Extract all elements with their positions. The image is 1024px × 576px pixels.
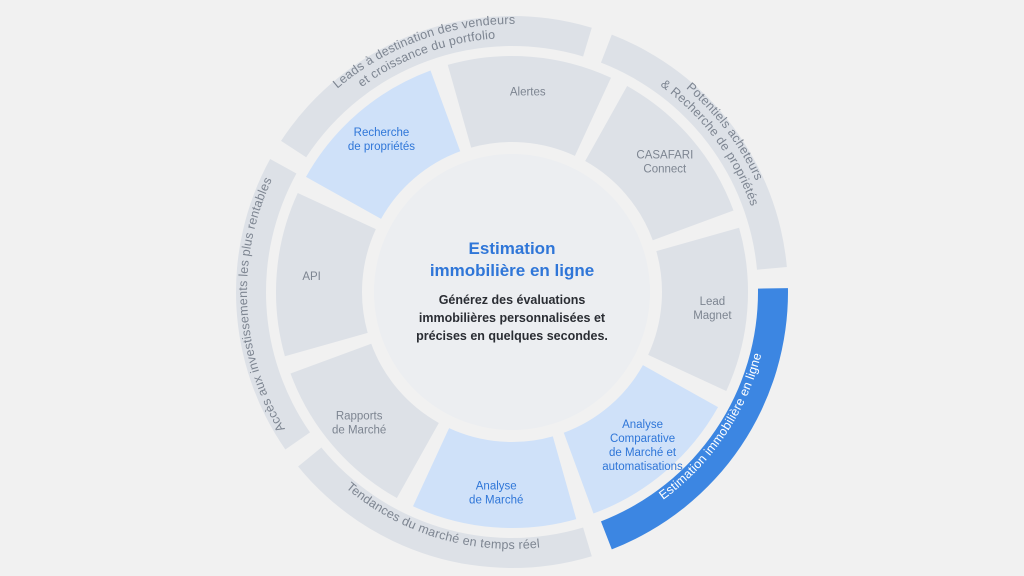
segment-casafari-connect-label-1: CASAFARI	[636, 149, 693, 161]
outer-ring-tendances-marche-band	[298, 447, 592, 568]
center-title-line-2: immobilière en ligne	[430, 261, 594, 280]
segment-analyse-marche: Analyse de Marché	[413, 428, 577, 528]
center-title-line-1: Estimation	[469, 239, 556, 258]
segment-recherche-proprietes-label-1: Recherche	[354, 127, 410, 139]
outer-ring-leads-vendeurs-band	[281, 16, 592, 158]
outer-ring-potentiels-acheteurs-band	[600, 34, 787, 270]
center-circle	[374, 154, 650, 430]
segment-rapports-marche-shape	[290, 343, 439, 499]
segment-rapports-marche-label-1: Rapports	[336, 411, 383, 423]
segment-api: API	[276, 193, 376, 357]
segment-analyse-marche-label-2: de Marché	[469, 494, 523, 506]
center-description-line-2: immobilières personnalisées et	[419, 311, 606, 325]
segment-analyse-marche-label-1: Analyse	[476, 480, 517, 492]
segment-lead-magnet-label-1: Lead	[700, 296, 726, 308]
segment-lead-magnet-label-2: Magnet	[693, 310, 732, 322]
segment-api-label-1: API	[302, 271, 321, 283]
outer-ring-estimation-immobiliere-band	[600, 288, 788, 550]
segment-analyse-comparative-shape	[563, 365, 719, 514]
segment-recherche-proprietes-shape	[305, 70, 461, 219]
segment-casafari-connect-shape	[585, 85, 734, 241]
segment-alertes-label-1: Alertes	[510, 87, 546, 99]
segment-analyse-comparative-label-3: de Marché et	[609, 447, 677, 459]
segment-analyse-marche-shape	[413, 428, 577, 528]
segment-analyse-comparative-label-4: automatisations	[602, 461, 683, 473]
segment-rapports-marche: Rapports de Marché	[290, 343, 439, 499]
segment-alertes: Alertes	[447, 55, 611, 156]
center-description-line-3: précises en quelques secondes.	[416, 329, 608, 343]
segment-rapports-marche-label-2: de Marché	[332, 425, 386, 437]
segment-api-shape	[276, 193, 376, 357]
center-description-line-1: Générez des évaluations	[439, 293, 586, 307]
segment-recherche-proprietes: Recherche de propriétés	[305, 70, 461, 219]
segment-casafari-connect: CASAFARI Connect	[585, 85, 734, 241]
outer-ring-acces-investissements-band	[236, 159, 310, 450]
segment-casafari-connect-label-2: Connect	[643, 163, 687, 175]
center-panel: Estimation immobilière en ligne Générez …	[374, 154, 650, 430]
segment-lead-magnet-shape	[648, 227, 748, 391]
segment-analyse-comparative-label-2: Comparative	[610, 433, 675, 445]
segment-alertes-shape	[447, 55, 611, 156]
segment-analyse-comparative-label-1: Analyse	[622, 419, 663, 431]
segment-recherche-proprietes-label-2: de propriétés	[348, 141, 415, 153]
